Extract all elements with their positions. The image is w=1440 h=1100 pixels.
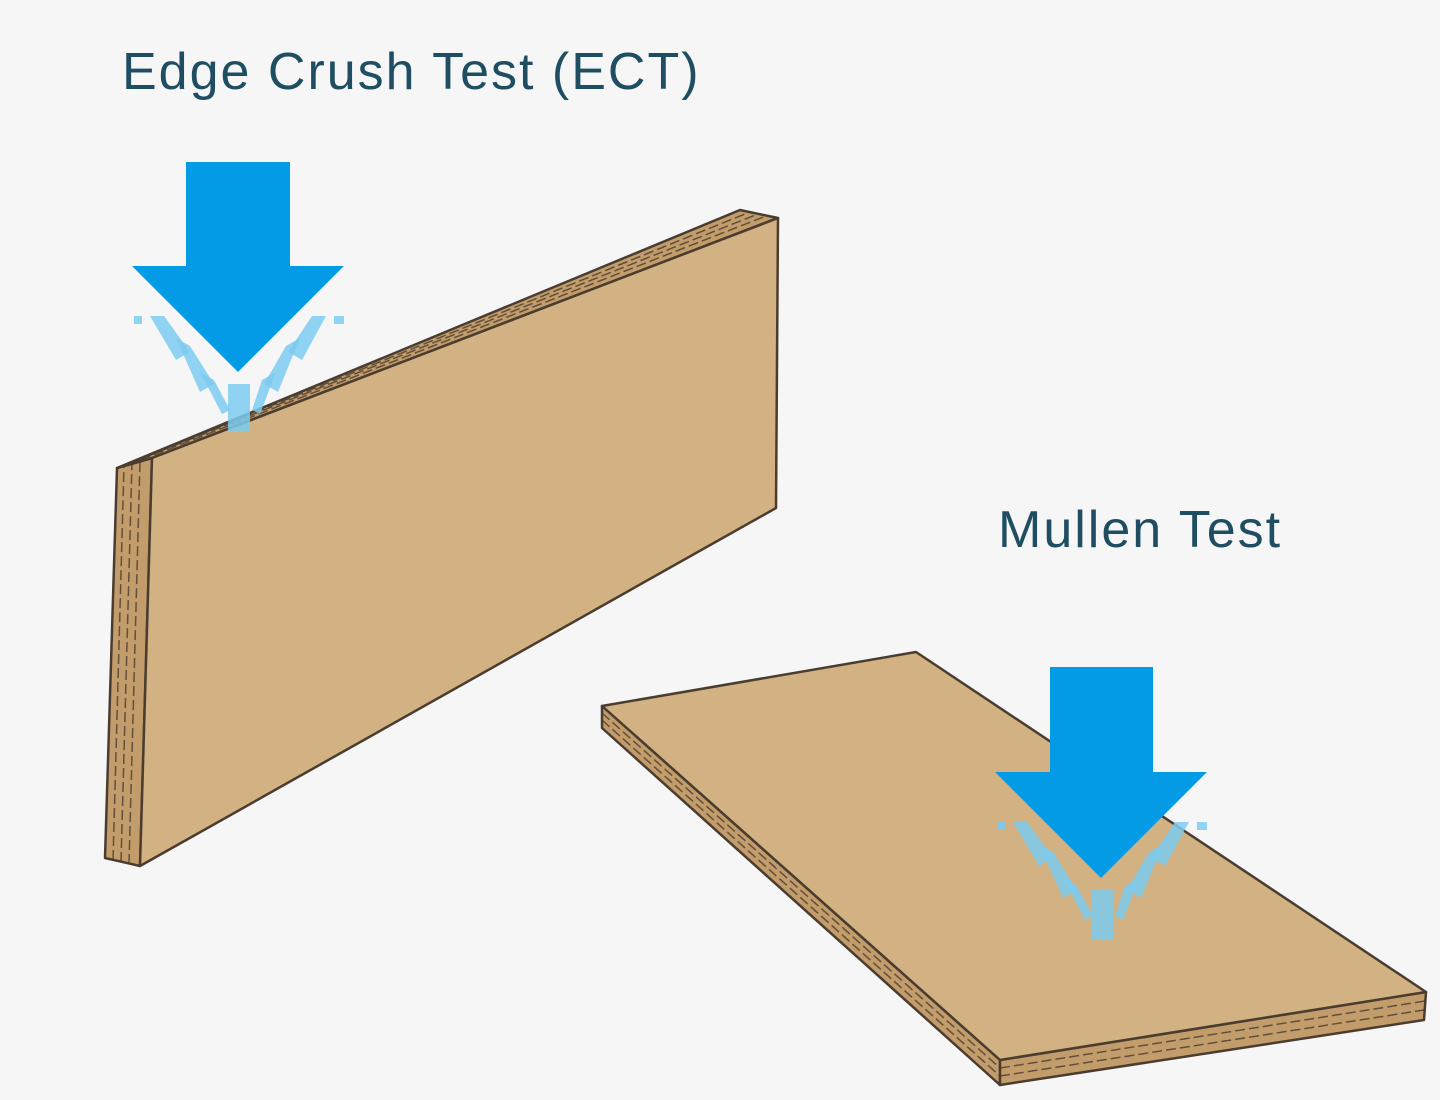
mullen-board: [600, 650, 1428, 1087]
ect-arrow: [132, 162, 344, 432]
down-arrow-icon: [995, 667, 1207, 878]
mullen-impact-marks: [997, 822, 1207, 940]
ect-title: Edge Crush Test (ECT): [122, 43, 701, 101]
down-arrow-icon: [132, 162, 344, 372]
mullen-board-face: [600, 650, 1428, 1062]
ect-board-ply-lines: [112, 460, 141, 865]
ect-board-face: [138, 216, 780, 868]
mullen-title: Mullen Test: [998, 501, 1283, 559]
mullen-arrow: [995, 667, 1207, 940]
ect-impact-marks: [134, 316, 344, 432]
ect-board: [103, 208, 780, 868]
mullen-board-ply-lines: [601, 712, 1426, 1077]
